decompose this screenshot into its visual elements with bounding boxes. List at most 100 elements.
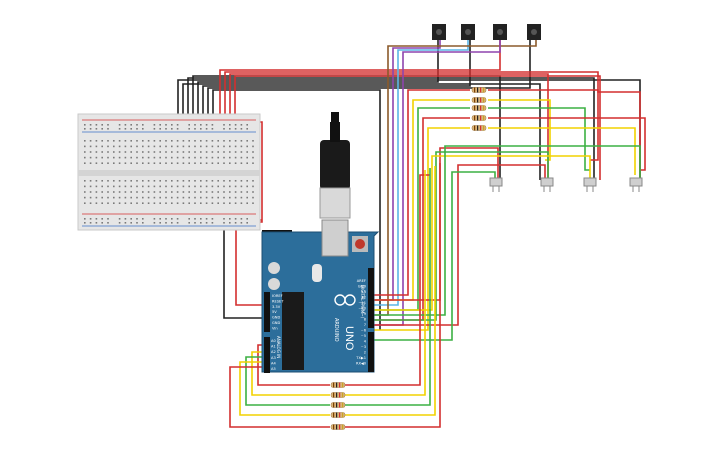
pin-label: A0 — [271, 339, 276, 343]
pin-label: 4 — [364, 340, 367, 344]
wire-yellow-r-right-2 — [488, 127, 636, 175]
ir-sensor-3 — [583, 177, 597, 192]
pin-label: A2 — [271, 350, 276, 354]
digital-header-top — [368, 268, 374, 328]
wire-yellow-s3 — [372, 155, 591, 311]
breadboard-holes — [84, 124, 254, 224]
analog-header — [264, 337, 270, 373]
pin-label: ~6 — [361, 329, 367, 333]
wire-red-b-right5 — [345, 163, 441, 428]
wire-yellow-b-right4 — [345, 166, 436, 416]
resistor-top-4 — [471, 115, 487, 121]
wire-red-bus-3 — [229, 73, 549, 180]
resistor-bottom-1 — [330, 382, 346, 388]
usb-plug — [319, 187, 351, 219]
wire-green-r3 — [372, 107, 470, 311]
wire-red-r-right — [488, 89, 599, 161]
resistor-bottom-3 — [330, 402, 346, 408]
pin-label: A3 — [271, 356, 276, 360]
pin-label: 2 — [364, 351, 366, 355]
wire-green-r-right — [488, 107, 590, 171]
pin-label: AREF — [357, 279, 366, 283]
usb-port — [321, 219, 349, 257]
wire-black-bus-3 — [187, 77, 595, 180]
wire-red-bus — [219, 40, 501, 118]
pin-label: ~9 — [361, 312, 367, 316]
ir-sensors — [489, 177, 643, 192]
pin-label: ~5 — [361, 334, 366, 338]
capacitor-1 — [268, 262, 280, 274]
wire-red-bus-2 — [224, 71, 641, 180]
breadboard-channel — [78, 170, 260, 176]
resistor-bottom-2 — [330, 392, 346, 398]
wire-green-b3 — [245, 356, 330, 406]
pin-label: ~3 — [361, 345, 366, 349]
pin-label: A1 — [271, 345, 276, 349]
digital-header-label: DIGITAL (PWM~) — [360, 285, 365, 319]
pin-label: 7 — [364, 323, 366, 327]
wire-black-bus-2 — [182, 83, 541, 180]
wire-red-r-right-2 — [488, 117, 646, 171]
pin-label: GND — [272, 321, 280, 325]
pin-label: ~10 — [358, 307, 366, 311]
wire-yellow-b-right2 — [345, 170, 426, 396]
wire-red-r1 — [372, 89, 470, 296]
analog-header-label: ANALOG IN — [276, 336, 281, 358]
arduino-uno: ARDUINO UNO DIGITAL (PWM~) ANALOG IN IOR… — [261, 112, 380, 373]
digital-header-bottom — [368, 332, 374, 372]
pin-label: 3.3V — [272, 305, 281, 309]
atmega-chip — [282, 292, 304, 370]
pin-label: Vin — [272, 326, 278, 330]
arduino-logo-circle-2 — [344, 294, 356, 306]
pin-label: 5V — [272, 310, 277, 314]
crystal — [312, 264, 322, 282]
wire-black-bus-8 — [212, 89, 381, 330]
usb-cable-connector — [320, 140, 350, 190]
resistor-top-3 — [471, 105, 487, 111]
resistor-bottom-5 — [330, 424, 346, 430]
wire-green-b-right3 — [345, 168, 431, 406]
reset-button[interactable] — [355, 239, 365, 249]
pin-label: A5 — [271, 367, 276, 371]
resistor-top-1 — [471, 87, 487, 93]
wire-yellow-r2 — [372, 99, 470, 301]
wire-black-bus-5 — [197, 40, 439, 118]
wire-yellow-b4 — [239, 361, 330, 416]
pin-label: IOREF — [272, 294, 283, 298]
resistor-bottom-4 — [330, 412, 346, 418]
wires — [177, 40, 646, 428]
pushbuttons — [432, 24, 541, 40]
top-resistors — [471, 87, 487, 131]
pin-label: ~11 — [358, 301, 366, 305]
wire-red-b5 — [229, 366, 330, 428]
board-logo: UNO — [343, 326, 355, 351]
wire-red-s1 — [372, 147, 499, 301]
pin-label: 13 — [361, 290, 366, 294]
resistor-top-2 — [471, 97, 487, 103]
pin-label: TX▶1 — [355, 356, 366, 360]
wire-green-s2 — [372, 151, 549, 321]
wire-yellow-b2 — [251, 351, 330, 396]
pin-label: 8 — [364, 318, 367, 322]
ir-sensor-2 — [540, 177, 554, 192]
pin-label: GND — [358, 285, 366, 289]
ir-sensor-1 — [489, 177, 503, 192]
pin-label: RESET — [272, 299, 284, 303]
pin-label: 12 — [361, 296, 366, 300]
wire-yellow-r5 — [372, 127, 470, 331]
resistor-top-5 — [471, 125, 487, 131]
pin-label: RX◀0 — [356, 362, 367, 366]
ir-sensor-4 — [629, 177, 643, 192]
breadboard — [77, 113, 261, 231]
power-header — [264, 292, 270, 332]
wire-black-bus-6 — [202, 40, 471, 118]
capacitor-2 — [268, 278, 280, 290]
pin-label: A4 — [271, 361, 276, 365]
bottom-resistors — [330, 382, 346, 430]
board-brand: ARDUINO — [333, 318, 339, 342]
usb-cable-neck — [330, 122, 340, 142]
pin-label: GND — [272, 316, 280, 320]
